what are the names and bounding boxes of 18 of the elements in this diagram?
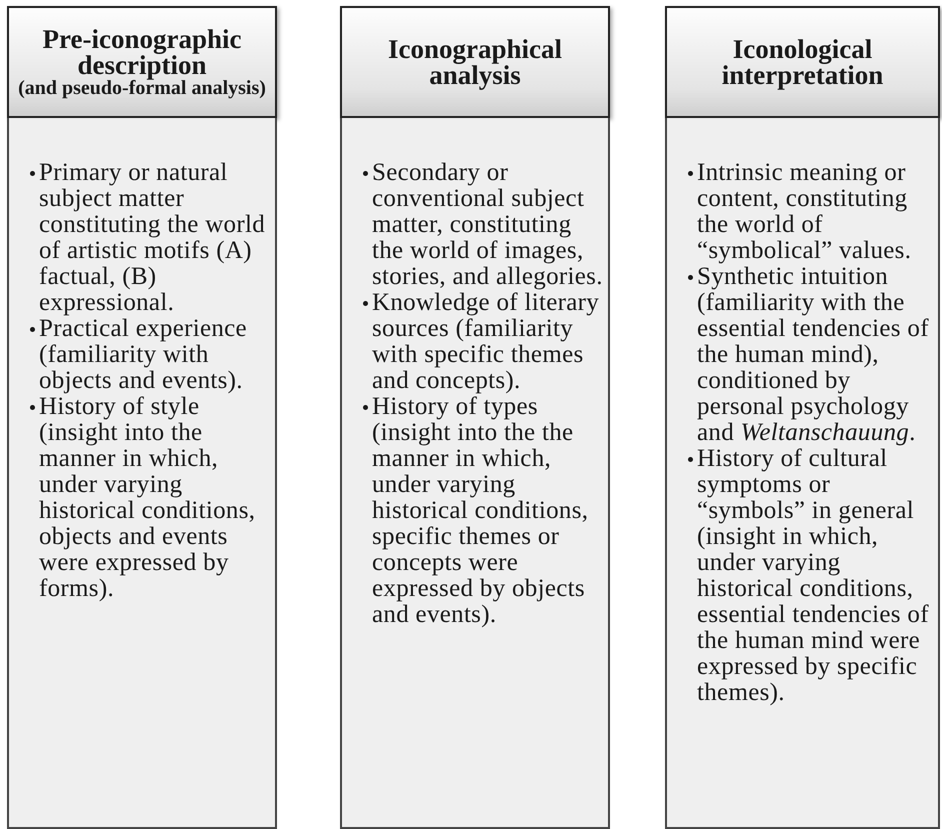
bullet-item: History of cultural symptoms or “symbols” in general (insight in which, under varying historical conditions, essential tendencies of the human mind were expressed by specific themes). (697, 446, 930, 706)
bullet-item: History of types (insight into the the manner in which, under varying historical conditions, specific themes or concepts were expressed by objects and events). (372, 394, 590, 628)
bullet-item: Intrinsic meaning or content, constituting the world of “symbolical” values. (697, 160, 912, 264)
column-heading: Pre-iconographic description (42, 26, 242, 78)
heading-box (7, 6, 277, 118)
heading-box (340, 6, 610, 118)
heading-box (665, 6, 940, 118)
bullet-item: Knowledge of literary sources (familiarity with specific themes and concepts). (372, 290, 600, 394)
content-panel (665, 118, 940, 829)
column-heading: Iconological interpretation (720, 36, 884, 88)
bullet-item: History of style (insight into the manner in which, under varying historical conditions, objects and events were expressed by forms). (39, 394, 256, 602)
bullet-item: Secondary or conventional subject matter, constituting the world of images, stories, and allegories. (372, 160, 604, 290)
content-panel (7, 118, 277, 829)
content-panel (340, 118, 610, 829)
bullet-item: Synthetic intuition (familiarity with the essential tendencies of the human mind), conditioned by personal psychology and Weltanschauung. (697, 264, 930, 446)
bullet-item: Practical experience (familiarity with objects and events). (39, 316, 248, 394)
column-heading: Iconographical analysis (386, 36, 563, 88)
bullet-item: Primary or natural subject matter constituting the world of artistic motifs (A) factual, (B) expressional. (39, 160, 266, 316)
